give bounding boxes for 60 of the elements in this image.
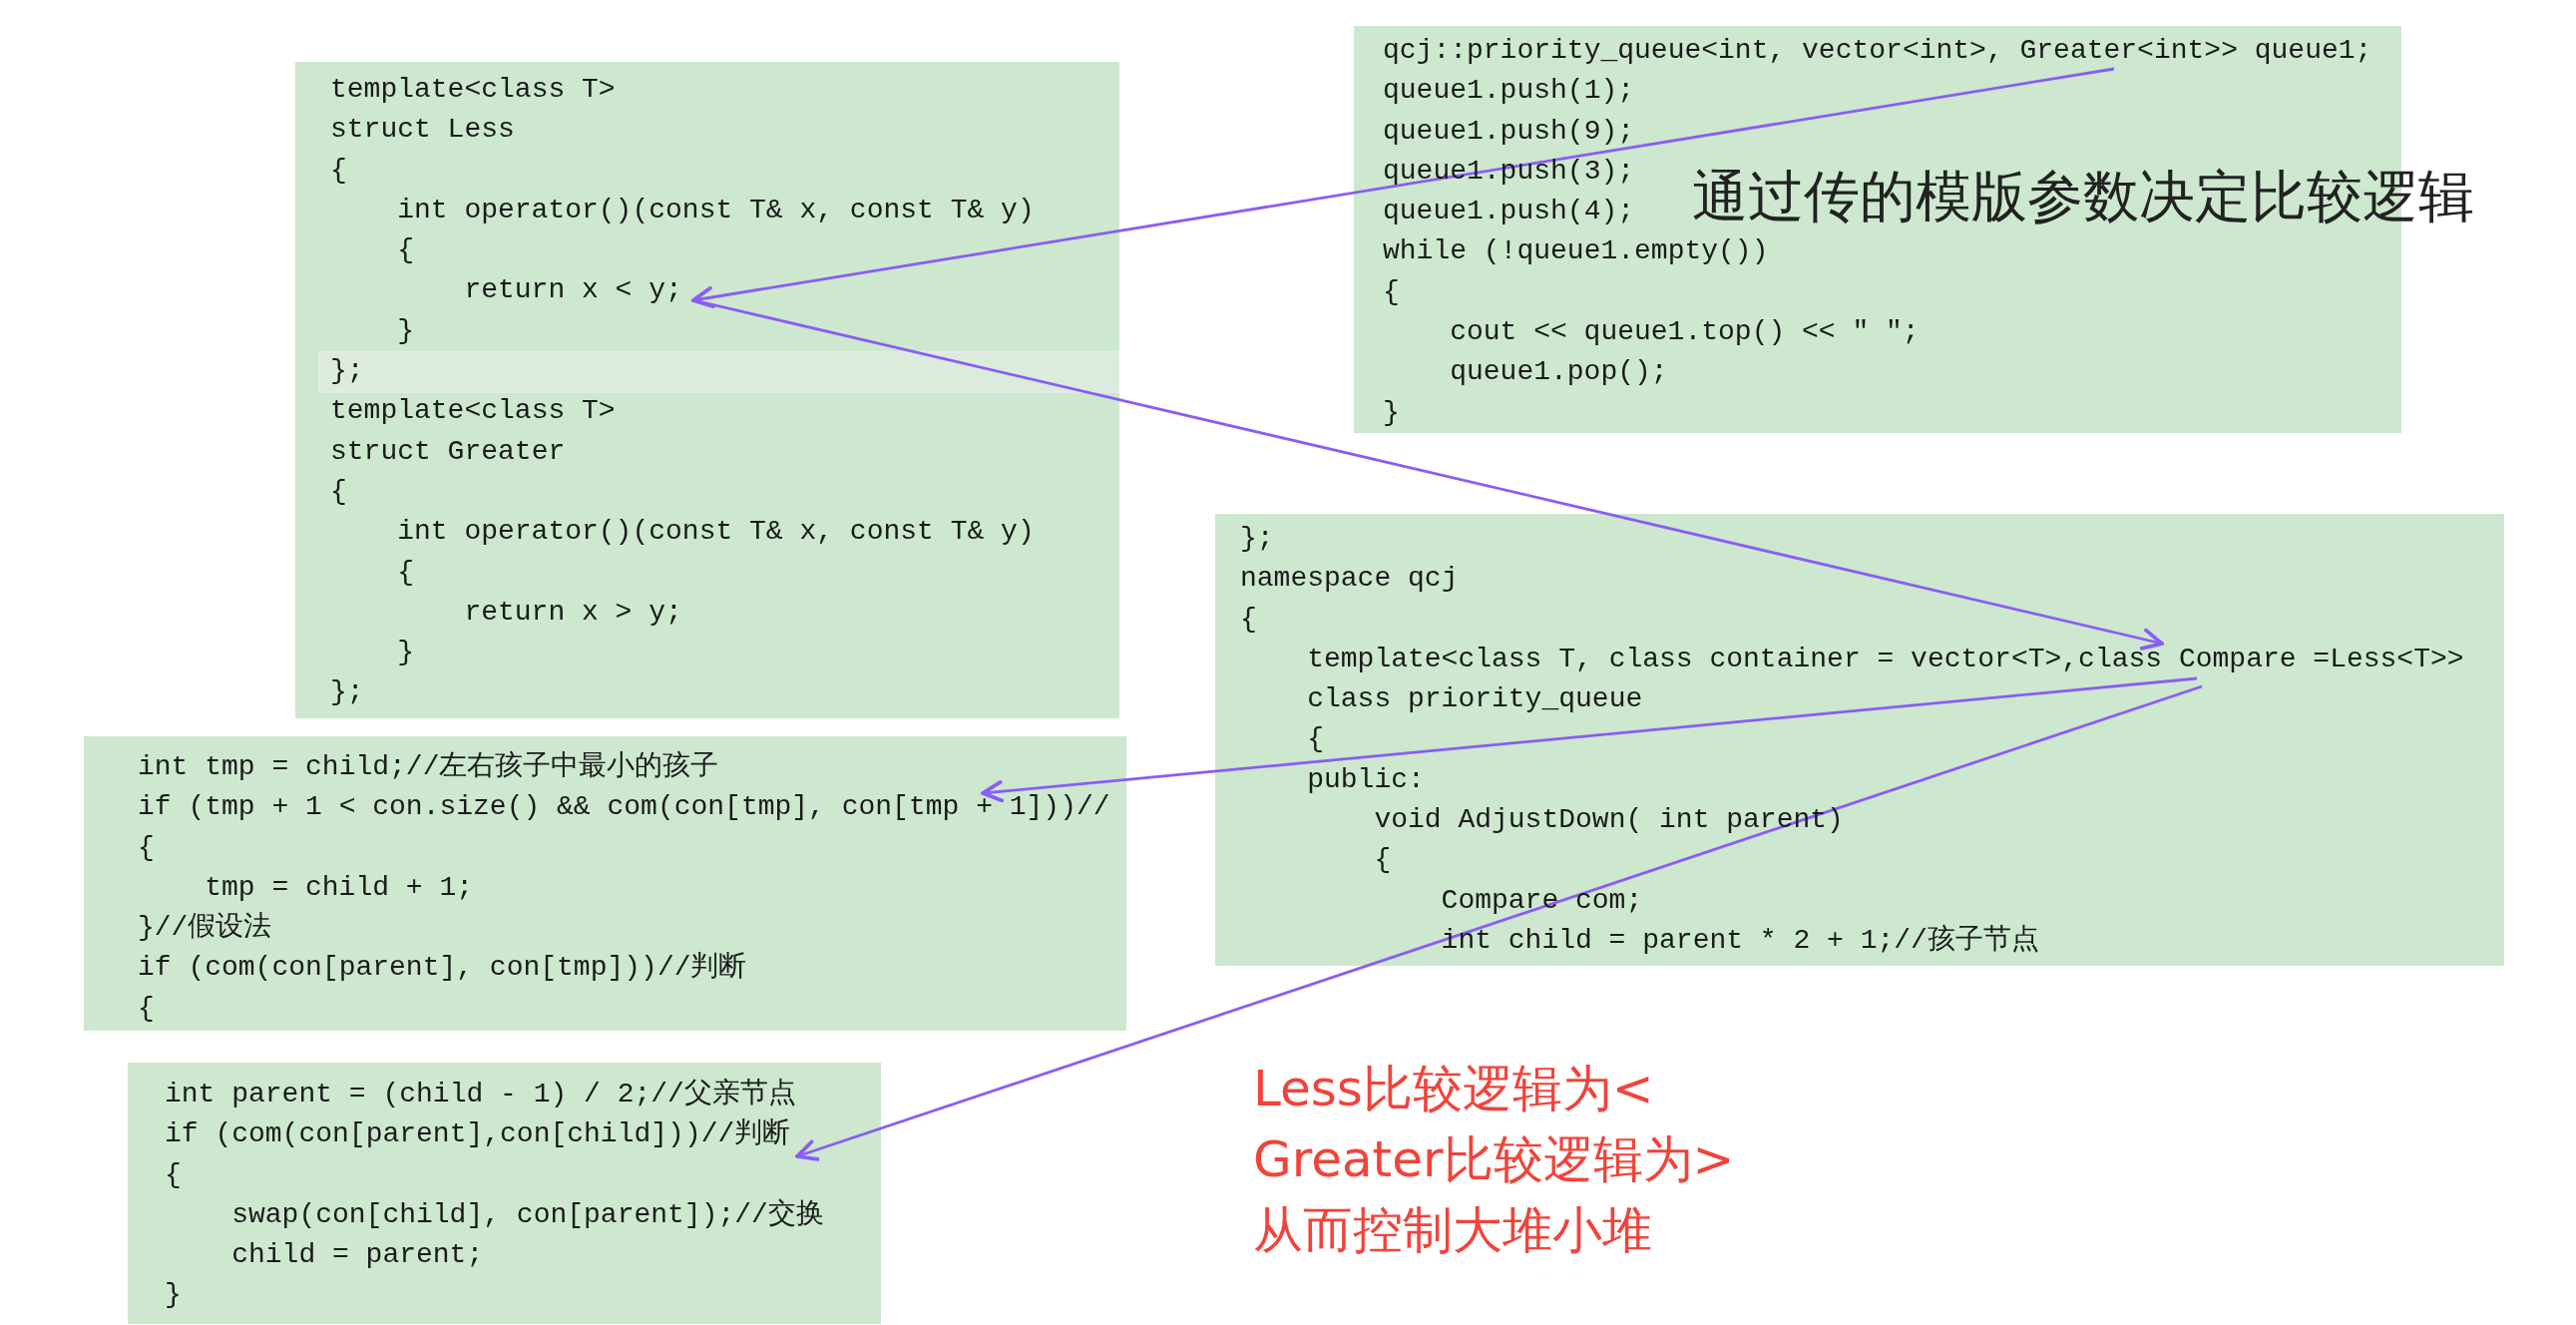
code-line: tmp = child + 1; (205, 870, 474, 905)
code-line: { (1307, 722, 1324, 757)
code-line: template<class T> (330, 394, 616, 429)
code-line: }//假设法 (138, 911, 272, 946)
code-block (1215, 514, 2504, 966)
code-line: } (397, 313, 414, 348)
code-line: if (com(con[parent], con[tmp]))//判断 (138, 951, 747, 986)
arrow (981, 676, 2198, 803)
code-block (128, 1063, 881, 1324)
arrow (691, 67, 2115, 309)
code-line: }; (330, 675, 364, 710)
code-line: { (1383, 274, 1400, 309)
code-line: child = parent; (231, 1238, 484, 1273)
code-line: { (330, 153, 347, 188)
code-line: queue1.push(1); (1383, 74, 1635, 109)
code-block (84, 736, 1126, 1031)
arrow (697, 299, 2164, 651)
code-line: namespace qcj (1240, 562, 1459, 597)
code-line: if (com(con[parent],con[child]))//判断 (165, 1117, 791, 1152)
code-line: return x > y; (464, 595, 682, 630)
code-line: while (!queue1.empty()) (1383, 234, 1769, 269)
code-line: template<class T> (330, 73, 616, 107)
note-text: 从而控制大堆小堆 (1253, 1200, 1652, 1261)
note-text: 通过传的模版参数决定比较逻辑 (1692, 163, 2474, 230)
code-line: { (330, 474, 347, 509)
code-line: { (138, 991, 155, 1026)
code-line: { (397, 233, 414, 268)
note-text: Greater比较逻辑为> (1253, 1129, 1735, 1190)
code-line: { (1374, 843, 1392, 878)
code-line: { (1240, 602, 1257, 637)
code-line: int operator()(const T& x, const T& y) (397, 515, 1035, 550)
code-line: template<class T, class container = vector<T>,class Compare =Less<T>> (1307, 642, 2464, 676)
code-line: { (397, 555, 414, 590)
code-line: swap(con[child], con[parent]);//交换 (231, 1197, 824, 1232)
code-line: return x < y; (464, 273, 682, 308)
code-line: int operator()(const T& x, const T& y) (397, 193, 1035, 227)
code-line: int child = parent * 2 + 1;//孩子节点 (1441, 923, 2039, 958)
code-line: } (165, 1278, 182, 1313)
code-line: } (397, 636, 414, 670)
code-line: struct Less (330, 113, 515, 148)
code-line: if (tmp + 1 < con.size() && com(con[tmp], con[tmp + 1]))// (138, 790, 1110, 825)
code-line: qcj::priority_queue<int, vector<int>, Greater<int>> queue1; (1383, 34, 2372, 68)
code-line: int parent = (child - 1) / 2;//父亲节点 (165, 1077, 796, 1111)
code-line: queue1.pop(); (1450, 355, 1668, 390)
note-text: Less比较逻辑为< (1253, 1059, 1654, 1119)
code-line: } (1383, 395, 1400, 430)
code-line: class priority_queue (1307, 682, 1643, 717)
code-line: struct Greater (330, 434, 566, 469)
code-line: queue1.push(9); (1383, 114, 1635, 149)
code-line: public: (1307, 762, 1425, 797)
code-line: { (165, 1157, 182, 1192)
code-line: { (138, 830, 155, 865)
arrow (795, 684, 2203, 1161)
code-block (295, 62, 1119, 718)
code-line: int tmp = child;//左右孩子中最小的孩子 (138, 749, 719, 784)
code-line: Compare com; (1441, 883, 1643, 918)
code-line: }; (1240, 522, 1274, 556)
code-line: }; (330, 354, 364, 389)
code-line: queue1.push(4); (1383, 195, 1635, 229)
code-line: cout << queue1.top() << " "; (1450, 315, 1920, 350)
